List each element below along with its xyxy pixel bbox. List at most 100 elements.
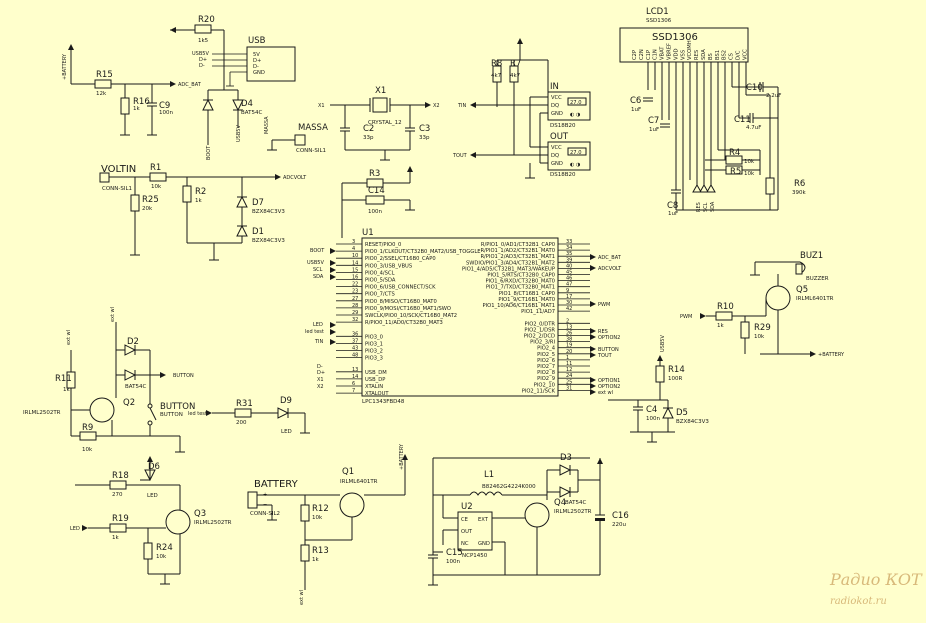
massa-value: CONN-SIL1 xyxy=(296,148,326,154)
r14-ref: R14 xyxy=(668,365,685,375)
usb5v-filter: USB5V R14 100R C4 100n D5 BZX84C3V3 xyxy=(608,335,709,443)
lcd-pin-label: VDD xyxy=(673,48,679,60)
u1-pin-num: 30 xyxy=(566,300,572,306)
r7-value: 4k7 xyxy=(510,73,521,79)
d1-ref: D1 xyxy=(252,227,264,237)
u1-pin-name: PIO2_11/SCK xyxy=(522,388,556,394)
d3-ref: D3 xyxy=(560,453,572,463)
u1-pin-name: PIO0_2/SSEL/CT16B0_CAP0 xyxy=(365,256,436,262)
u1-pin-name: PIO2_2/DCD xyxy=(524,334,555,340)
resistor-r12 xyxy=(300,504,310,522)
u1-pin-name: PIO0_7/CTS xyxy=(365,292,395,298)
ds-out-ref: OUT xyxy=(550,132,569,142)
c2-value: 33p xyxy=(363,135,374,141)
c16-ref: C16 xyxy=(612,511,629,521)
net-x2-right: X2 xyxy=(433,103,440,109)
u1-pin-num: 43 xyxy=(352,346,358,352)
q3-ref: Q3 xyxy=(194,509,206,519)
u1-pin-num: 13 xyxy=(566,324,572,330)
u1-pin-name: PIO2_9 xyxy=(537,376,555,382)
q4-value: IRLML2502TR xyxy=(554,509,592,515)
x1-value: CRYSTAL_12 xyxy=(368,120,402,126)
r16-value: 1k xyxy=(133,106,140,112)
u1-net-dp: D+ xyxy=(317,370,325,376)
net-ledtest: led test xyxy=(188,411,207,417)
button-section: ext wl R11 1k Q2 IRLML2502TR R9 10k ext … xyxy=(23,307,195,453)
r31-value: 200 xyxy=(236,420,247,426)
d6-value: LED xyxy=(147,493,158,499)
u1-left-nets: BOOT USB5V SCL SDA LED led test TIN D- D… xyxy=(305,248,336,390)
ds-out-buttons: ◐ ◑ xyxy=(570,162,581,168)
u1-pin-num: 20 xyxy=(566,349,572,355)
voltin-value: CONN-SIL1 xyxy=(102,186,132,192)
u1-pin-name: PIO3_1 xyxy=(365,341,383,347)
u1-net-res: RES xyxy=(598,329,608,335)
u1-pin-num: 2 xyxy=(566,318,569,324)
u1-pin-num: 13 xyxy=(352,367,358,373)
u1-pin-num: 34 xyxy=(566,245,572,251)
u1-net-adc-bat: ADC_BAT xyxy=(598,255,622,261)
resistor-r4 xyxy=(725,155,743,165)
ds18b20-out xyxy=(547,141,591,171)
u1-pin-num: 26 xyxy=(566,331,572,337)
u1-net-tout: TOUT xyxy=(597,353,613,359)
u1-pin-name: PIO2_4 xyxy=(537,346,556,352)
u2-pin-out: OUT xyxy=(461,529,473,535)
r16-ref: R16 xyxy=(133,97,150,107)
u1-pin-num: 9 xyxy=(566,288,569,294)
c2-ref: C2 xyxy=(363,124,374,134)
u1-net-pwm: PWM xyxy=(598,302,610,308)
d7-value: BZX84C3V3 xyxy=(252,209,285,215)
d1-value: BZX84C3V3 xyxy=(252,238,285,244)
x1-ref: X1 xyxy=(375,86,386,96)
resistor-r5 xyxy=(725,165,743,175)
net-massa: MASSA xyxy=(264,116,270,134)
d9-ref: D9 xyxy=(280,396,292,406)
u1-pin-num: 11 xyxy=(566,361,572,367)
u1-pin-name: R/PIO1_0/AD1/CT32B1_CAP0 xyxy=(481,242,555,248)
r19-value: 1k xyxy=(112,535,119,541)
r25-value: 20k xyxy=(142,206,153,212)
net-button-out: BUTTON xyxy=(173,373,194,379)
u1-pin-name: PIO1_7/TXD/CT32B0_MAT1 xyxy=(486,285,555,291)
u1-pin-name: SWDIO/PIO1_3/AD4/CT32B1_MAT2 xyxy=(466,260,555,266)
r11-ref: R11 xyxy=(55,374,72,384)
lcd-title: SSD1306 xyxy=(652,32,698,43)
net-dplus: D+ xyxy=(199,57,207,63)
u1-pin-num: 45 xyxy=(566,270,572,276)
u1-pin-num: 19 xyxy=(566,343,572,349)
u2-ref: U2 xyxy=(461,502,473,512)
r3-ref: R3 xyxy=(369,169,380,179)
u1-net-button: BUTTON xyxy=(598,347,619,353)
lcd-pin-label: VCC xyxy=(742,49,748,60)
u2-value: NCP1450 xyxy=(462,553,488,559)
u1-pin-num: 38 xyxy=(566,337,572,343)
q1-value: IRLML6401TR xyxy=(340,479,378,485)
lcd-pin-label: C1N xyxy=(653,49,659,60)
u1-pin-name: PIO3_2 xyxy=(365,349,383,355)
boost-converter-section: L1 B82462G4224K000 D3 BAT54C C16 220u U2… xyxy=(428,453,629,586)
temp-sensors-section: R8 4k7 R7 4k7 TIN TOUT IN VCC DQ GND 27.… xyxy=(452,38,591,179)
lcd-pin-label: VBREF xyxy=(667,43,673,60)
lcd-pin-label: D/C xyxy=(736,50,742,60)
u2-pin-ce: CE xyxy=(461,517,468,523)
r2-ref: R2 xyxy=(195,187,206,197)
ds-in-pin-vcc: VCC xyxy=(551,95,562,101)
q5-value: IRLML6401TR xyxy=(796,296,834,302)
u1-pin-name: PIO0_3/USB_VBUS xyxy=(365,263,412,269)
ds-out-value: DS18B20 xyxy=(550,172,576,178)
u1-pin-num: 47 xyxy=(566,282,572,288)
q1-ref: Q1 xyxy=(342,467,354,477)
net-ext-3: ext wl xyxy=(299,590,305,605)
mosfet-q3 xyxy=(165,509,191,535)
lcd-net-sda: SDA xyxy=(710,201,716,212)
net-boot-1: BOOT xyxy=(206,145,212,160)
u1-pin-name: R/PIO1_1/AD2/CT32B1_MAT0 xyxy=(480,248,555,254)
voltin-section: VOLTIN CONN-SIL1 R1 10k ADCVOLT R25 20k … xyxy=(99,163,307,261)
c7-ref: C7 xyxy=(648,116,659,126)
net-ext-2: ext wl xyxy=(110,307,116,322)
